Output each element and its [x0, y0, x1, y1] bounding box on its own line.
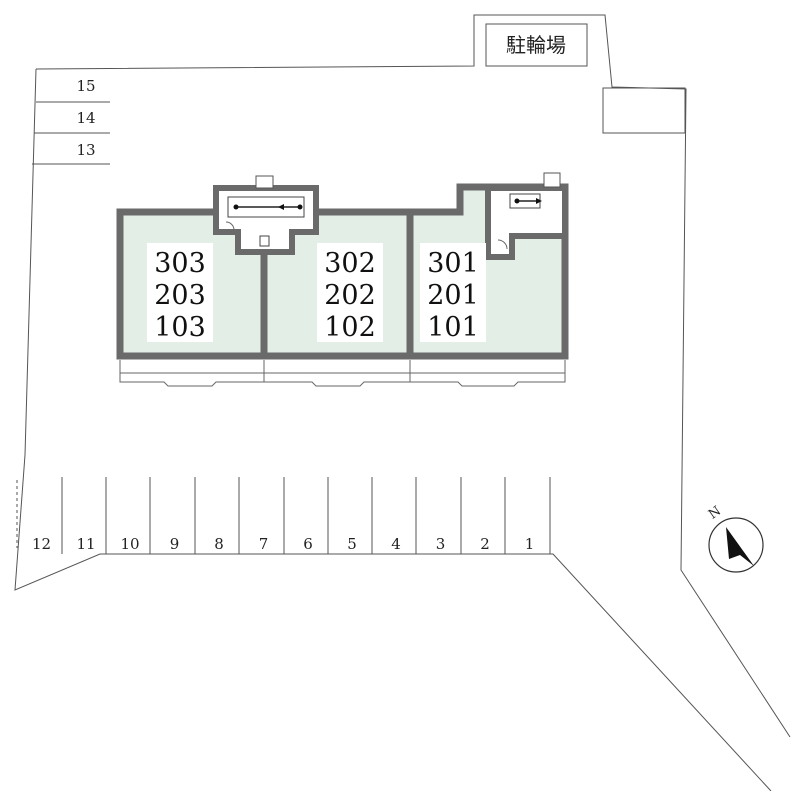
balconies	[119, 360, 566, 387]
parking-space-11: 11	[76, 535, 95, 553]
parking-space-5: 5	[347, 535, 357, 553]
parking-space-6: 6	[303, 535, 313, 553]
parking-space-1: 1	[525, 535, 535, 553]
unit-203: 203	[154, 280, 206, 311]
parking-space-14: 14	[76, 109, 95, 127]
unit-202: 202	[324, 280, 376, 311]
site-boundary	[14, 14, 791, 791]
lower-parking-area: 12 11 10 9 8 7 6 5 4 3 2 1	[16, 477, 551, 554]
parking-space-10: 10	[120, 535, 139, 553]
parking-space-4: 4	[391, 535, 401, 553]
parking-space-7: 7	[259, 535, 269, 553]
unit-103: 103	[154, 312, 206, 343]
parking-space-2: 2	[480, 535, 490, 553]
parking-space-13: 13	[76, 141, 95, 159]
parking-space-3: 3	[436, 535, 446, 553]
bicycle-parking: 駐輪場	[485, 23, 588, 67]
parking-space-12: 12	[32, 535, 51, 553]
parking-space-15: 15	[76, 77, 95, 95]
north-compass: N	[706, 504, 764, 573]
bicycle-parking-label: 駐輪場	[506, 33, 566, 57]
building	[116, 172, 569, 387]
unit-303: 303	[154, 248, 206, 279]
stair-core-west	[213, 175, 319, 255]
north-label: N	[706, 504, 724, 523]
unit-102: 102	[324, 312, 376, 343]
unit-201: 201	[427, 280, 479, 311]
unit-301: 301	[427, 248, 479, 279]
unit-101: 101	[427, 312, 479, 343]
parking-space-9: 9	[170, 535, 180, 553]
unit-302: 302	[324, 248, 376, 279]
parking-space-8: 8	[214, 535, 224, 553]
north-arrow-icon	[726, 527, 754, 566]
stair-core-east	[485, 172, 568, 260]
upper-parking-area	[32, 101, 110, 165]
storage-box	[602, 87, 686, 134]
